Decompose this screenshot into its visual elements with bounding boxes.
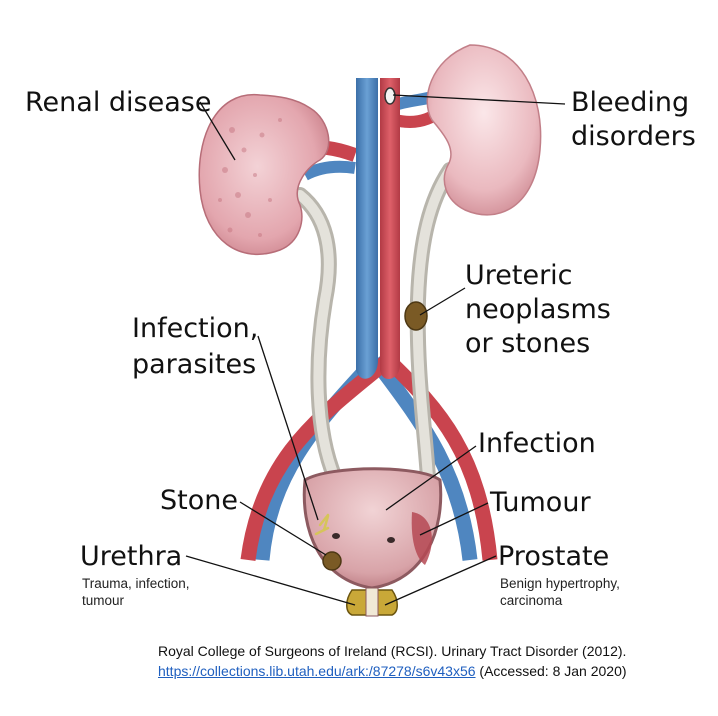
accessed-note: (Accessed: 8 Jan 2020) bbox=[475, 663, 627, 679]
kidney-left bbox=[198, 94, 330, 255]
label-bleeding-disorders-2: disorders bbox=[571, 121, 696, 152]
iliac-vessels bbox=[240, 354, 498, 561]
label-urethra-sub-1: Trauma, infection, bbox=[82, 576, 190, 591]
kidney-left-texture bbox=[218, 118, 282, 237]
ureteric-stone bbox=[404, 301, 428, 331]
label-prostate-sub-1: Benign hypertrophy, bbox=[500, 576, 620, 591]
prostate bbox=[346, 587, 398, 617]
label-urethra-sub-2: tumour bbox=[82, 593, 125, 608]
label-prostate-sub-2: carcinoma bbox=[500, 593, 563, 608]
label-infection-parasites-2: parasites bbox=[132, 349, 257, 380]
kidney-right bbox=[426, 44, 542, 216]
label-renal-disease: Renal disease bbox=[25, 87, 212, 118]
urethra bbox=[365, 587, 379, 617]
aorta-marker bbox=[384, 87, 396, 105]
label-bleeding-disorders-1: Bleeding bbox=[571, 87, 690, 118]
vena-cava bbox=[356, 78, 378, 379]
parasites bbox=[314, 513, 330, 536]
bladder-stone bbox=[322, 551, 342, 571]
bladder-tumour bbox=[411, 512, 432, 565]
aorta bbox=[380, 78, 400, 380]
label-infection: Infection bbox=[478, 428, 596, 459]
label-stone: Stone bbox=[160, 485, 238, 516]
label-urethra: Urethra bbox=[80, 541, 183, 572]
label-ureteric-3: or stones bbox=[465, 328, 591, 359]
source-link[interactable]: https://collections.lib.utah.edu/ark:/87… bbox=[158, 663, 476, 679]
credit-line-1: Royal College of Surgeons of Ireland (RC… bbox=[158, 643, 627, 659]
label-tumour: Tumour bbox=[490, 487, 591, 518]
leader-lines bbox=[185, 94, 566, 606]
label-prostate: Prostate bbox=[498, 541, 610, 572]
credit-line-2: https://collections.lib.utah.edu/ark:/87… bbox=[158, 661, 627, 681]
label-ureteric-2: neoplasms bbox=[465, 294, 611, 325]
label-infection-parasites-1: Infection, bbox=[132, 313, 259, 344]
label-ureteric-1: Ureteric bbox=[465, 260, 573, 291]
